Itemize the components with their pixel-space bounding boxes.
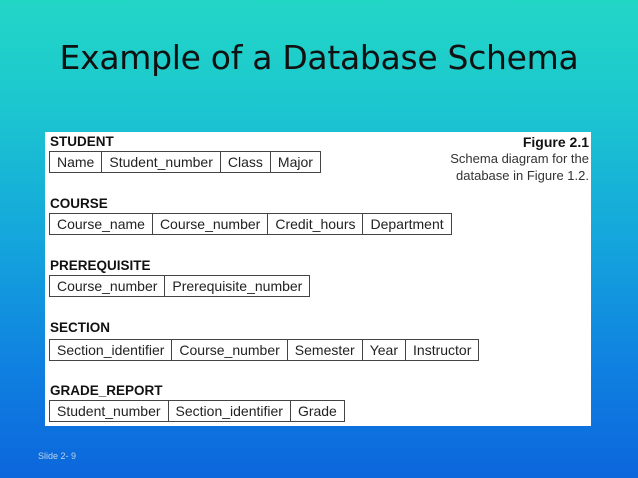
figure-caption: Schema diagram for the database in Figur… <box>450 150 589 184</box>
relation-table-grade-report: Student_number Section_identifier Grade <box>49 400 345 422</box>
relation-table-section: Section_identifier Course_number Semeste… <box>48 339 480 361</box>
attribute-cell: Section_identifier <box>48 339 173 361</box>
figure-caption-line-1: Schema diagram for the <box>450 151 589 166</box>
relation-name-section: SECTION <box>50 320 111 335</box>
attribute-cell: Student_number <box>101 151 221 173</box>
attribute-cell: Section_identifier <box>167 400 291 422</box>
attribute-row: Course_name Course_number Credit_hours D… <box>49 213 452 235</box>
attribute-cell: Instructor <box>405 339 480 361</box>
relation-name-course: COURSE <box>50 196 108 211</box>
relation-name-student: STUDENT <box>50 134 114 149</box>
relation-table-prerequisite: Course_number Prerequisite_number <box>48 275 311 297</box>
attribute-cell: Prerequisite_number <box>164 275 311 297</box>
figure-caption-line-2: database in Figure 1.2. <box>456 168 589 183</box>
attribute-cell: Course_number <box>48 275 166 297</box>
relation-name-grade-report: GRADE_REPORT <box>50 383 163 398</box>
attribute-cell: Major <box>269 151 321 173</box>
attribute-row: Student_number Section_identifier Grade <box>49 400 345 422</box>
attribute-cell: Department <box>362 213 452 235</box>
attribute-row: Name Student_number Class Major <box>48 151 321 173</box>
relation-table-course: Course_name Course_number Credit_hours D… <box>49 213 452 235</box>
attribute-cell: Name <box>48 151 103 173</box>
attribute-cell: Course_number <box>171 339 288 361</box>
attribute-cell: Course_name <box>49 213 153 235</box>
attribute-cell: Semester <box>286 339 363 361</box>
attribute-cell: Class <box>219 151 271 173</box>
attribute-row: Course_number Prerequisite_number <box>48 275 311 297</box>
relation-name-prerequisite: PREREQUISITE <box>50 258 151 273</box>
figure-label: Figure 2.1 <box>522 134 589 150</box>
attribute-cell: Student_number <box>49 400 169 422</box>
attribute-cell: Credit_hours <box>267 213 364 235</box>
slide-title: Example of a Database Schema <box>59 38 579 77</box>
attribute-row: Section_identifier Course_number Semeste… <box>48 339 480 361</box>
attribute-cell: Course_number <box>151 213 269 235</box>
slide-number: Slide 2- 9 <box>38 451 77 461</box>
attribute-cell: Grade <box>289 400 345 422</box>
attribute-cell: Year <box>361 339 407 361</box>
relation-table-student: Name Student_number Class Major <box>48 151 321 173</box>
schema-figure: Figure 2.1 Schema diagram for the databa… <box>45 132 591 426</box>
